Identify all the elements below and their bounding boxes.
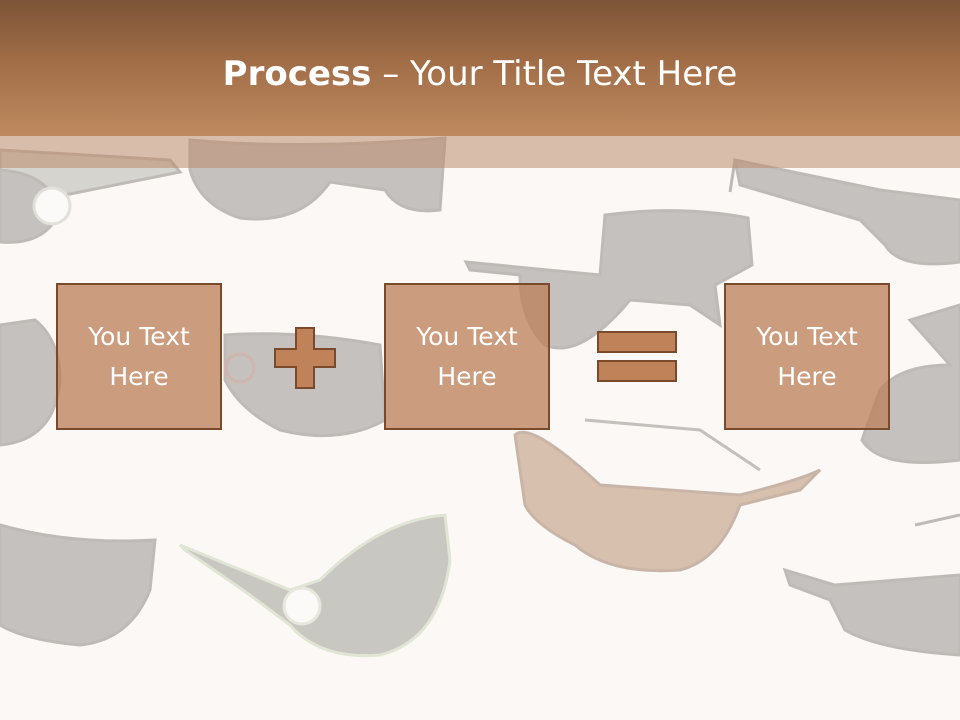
title-bold: Process xyxy=(222,54,372,94)
title-dash: – xyxy=(371,54,411,94)
title-band xyxy=(0,136,960,168)
box-3-line-1: You Text xyxy=(756,321,858,351)
box-1-line-1: You Text xyxy=(88,321,190,351)
title-bar xyxy=(0,0,960,136)
sunglasses-icon xyxy=(782,513,960,657)
sunglasses-icon xyxy=(0,318,62,447)
process-box-2[interactable]: You Text Here xyxy=(384,283,550,430)
process-box-3[interactable]: You Text Here xyxy=(724,283,890,430)
equals-icon[interactable] xyxy=(596,330,678,384)
process-box-1[interactable]: You Text Here xyxy=(56,283,222,430)
sunglasses-icon xyxy=(513,418,822,573)
title-rest: Your Title Text Here xyxy=(410,54,738,94)
plus-icon[interactable] xyxy=(273,326,337,390)
box-1-line-2: Here xyxy=(109,361,169,391)
sunglasses-icon xyxy=(0,523,157,647)
sunglasses-icon xyxy=(178,513,452,658)
sunglasses-icon xyxy=(728,158,960,266)
slide-title[interactable]: Process – Your Title Text Here xyxy=(0,50,960,98)
box-3-line-2: Here xyxy=(777,361,837,391)
box-2-line-2: Here xyxy=(437,361,497,391)
box-2-line-1: You Text xyxy=(416,321,518,351)
